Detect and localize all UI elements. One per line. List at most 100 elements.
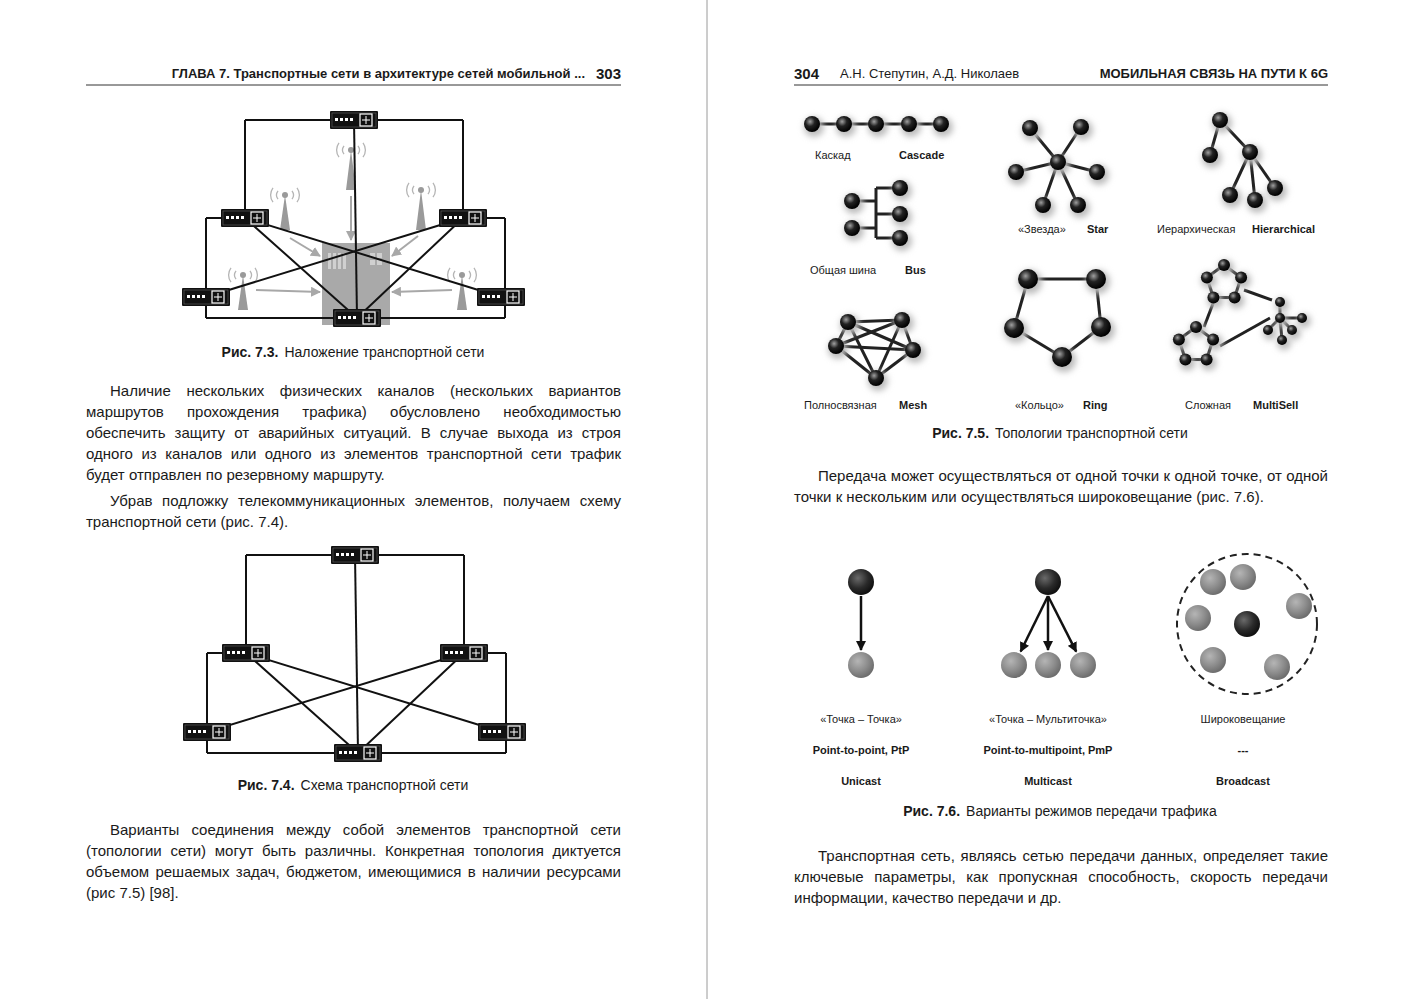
router-icon: [440, 644, 488, 662]
topology-label: Общая шина: [810, 264, 876, 277]
router-mark: [362, 120, 370, 121]
figure-title: Наложение транспортной сети: [284, 344, 484, 360]
radio-wave: [271, 188, 273, 202]
running-header: ГЛАВА 7. Транспортные сети в архитектуре…: [100, 66, 585, 82]
topology-label: «Звезда»: [1018, 223, 1066, 236]
connector-line: [246, 653, 502, 732]
ball-shadow: [1179, 355, 1195, 371]
ball-shadow: [1202, 148, 1222, 168]
radio-wave: [407, 183, 409, 197]
node-ball: [1089, 164, 1105, 180]
connector-line: [206, 218, 463, 297]
router-mark: [471, 218, 479, 219]
ball-shadow: [1173, 334, 1189, 350]
router-icon: [182, 288, 230, 306]
router-port: [227, 651, 230, 654]
source-ball: [1035, 569, 1061, 595]
radio-wave: [358, 146, 359, 154]
router-mark: [253, 218, 261, 219]
source-ball: [848, 569, 874, 595]
router-bezel: [480, 725, 524, 739]
receiver-ball: [848, 652, 874, 678]
node-ball: [840, 314, 856, 330]
radio-wave: [343, 146, 344, 154]
router-port: [188, 730, 191, 733]
router-bezel: [479, 290, 523, 304]
ball-shadow: [1242, 145, 1262, 165]
router-body: [331, 546, 379, 564]
receiver-ball: [1286, 593, 1312, 619]
running-header: А.Н. Степутин, А.Д. Николаев: [840, 66, 1019, 82]
router-mark: [509, 297, 517, 298]
antenna-top: [459, 272, 465, 278]
router-body: [478, 723, 526, 741]
building-window: [328, 253, 331, 269]
antenna-top: [418, 187, 424, 193]
router-port: [242, 651, 245, 654]
connector-line: [358, 653, 464, 753]
antenna-top: [240, 272, 246, 278]
running-header: МОБИЛЬНАЯ СВЯЗЬ НА ПУТИ К 6G: [1030, 66, 1328, 82]
mode-label: Unicast: [711, 775, 1011, 788]
router-port: [192, 295, 195, 298]
topology-label: Cascade: [899, 149, 944, 162]
router-body: [440, 644, 488, 662]
signal-arrow: [350, 196, 352, 240]
router-module: [469, 212, 481, 224]
router-port: [336, 553, 339, 556]
router-icon: [334, 744, 382, 762]
building-window: [333, 253, 336, 269]
router-bezel: [336, 746, 380, 760]
node-ball: [901, 116, 917, 132]
router-mark: [510, 732, 518, 733]
router-icon: [183, 723, 231, 741]
body-paragraph: Наличие нескольких физических каналов (н…: [86, 380, 621, 485]
router-port: [497, 295, 500, 298]
ball-shadow: [1275, 298, 1289, 312]
topology-label: Star: [1087, 223, 1108, 236]
node-ball: [804, 116, 820, 132]
router-port: [198, 730, 201, 733]
connector-line: [245, 555, 247, 653]
receiver-ball: [1200, 569, 1226, 595]
router-body: [221, 209, 269, 227]
router-body: [182, 288, 230, 306]
ball-shadow: [1086, 270, 1110, 294]
ball-shadow: [1207, 293, 1223, 309]
header-rule: [794, 85, 1328, 86]
ball-shadow: [1218, 260, 1234, 276]
radio-wave: [250, 271, 251, 279]
router-port: [460, 651, 463, 654]
ball-shadow: [892, 181, 912, 201]
multicast-arrow: [1048, 596, 1076, 652]
router-bezel: [184, 290, 228, 304]
ball-shadow: [1035, 198, 1055, 218]
ball-shadow: [1201, 272, 1217, 288]
ball-shadow: [1089, 165, 1109, 185]
connector-line: [355, 555, 358, 753]
router-port: [241, 216, 244, 219]
topology-label: Сложная: [1185, 399, 1231, 412]
mode-label: Point-to-multipoint, PmP: [898, 744, 1198, 757]
ball-shadow: [892, 231, 912, 251]
antenna-mast: [416, 190, 426, 230]
ball-shadow: [1190, 322, 1206, 338]
ball-shadow: [1091, 318, 1115, 342]
signal-arrow: [256, 290, 320, 292]
router-port: [187, 295, 190, 298]
node-ball: [1207, 292, 1219, 304]
node-ball: [1277, 335, 1287, 345]
node-ball: [1179, 354, 1191, 366]
node-ball: [1008, 164, 1024, 180]
connector-line: [462, 120, 464, 218]
router-port: [487, 295, 490, 298]
ball-shadow: [840, 315, 860, 335]
node-ball: [1212, 112, 1228, 128]
router-icon: [478, 723, 526, 741]
router-port: [454, 216, 457, 219]
connector-line: [244, 120, 246, 218]
ball-shadow: [868, 371, 888, 391]
router-bezel: [441, 211, 485, 225]
mode-label: «Точка – Точка»: [711, 713, 1011, 726]
receiver-ball: [1035, 652, 1061, 678]
